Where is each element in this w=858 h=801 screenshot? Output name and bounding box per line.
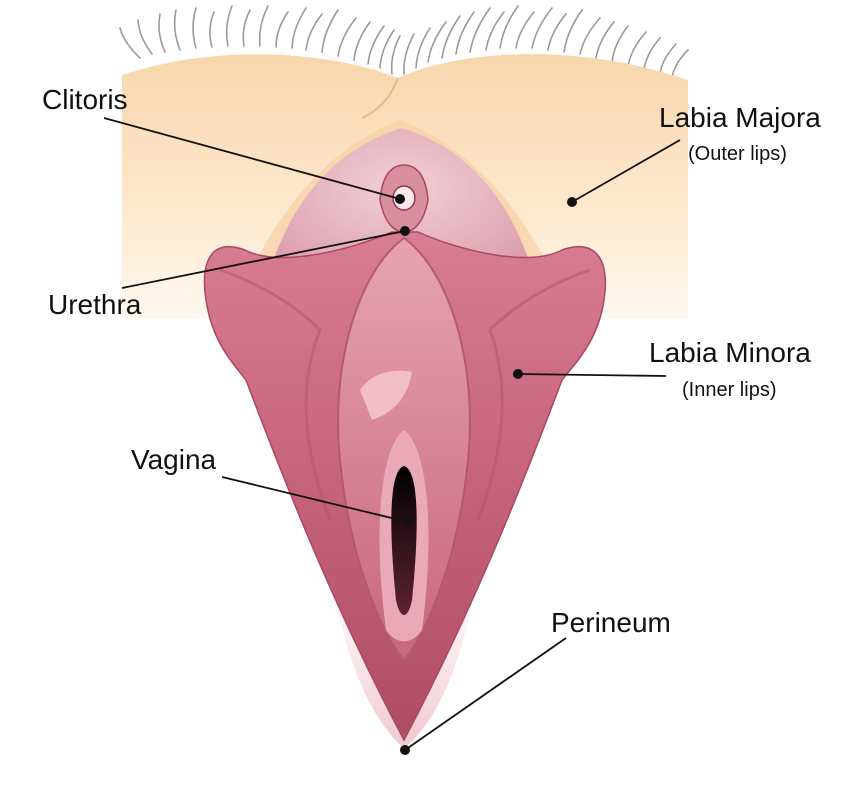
hair-strand — [531, 7, 553, 49]
hair-strand — [415, 27, 431, 69]
labia-minora-label: Labia Minora — [649, 337, 811, 368]
hair-strand — [485, 11, 505, 51]
hair-strand — [403, 33, 415, 75]
leader-lines — [103, 117, 681, 751]
perineum-dot — [400, 745, 410, 755]
hair-strand — [242, 9, 251, 47]
vagina-dot — [403, 517, 413, 527]
vestibule-highlight — [360, 370, 412, 420]
hair-strand — [291, 7, 307, 49]
hair-strand — [595, 21, 615, 59]
hair-strand — [611, 25, 629, 63]
urethra-leader — [121, 230, 406, 289]
hair-strand — [353, 21, 371, 61]
labia-minora-right-fold — [476, 268, 591, 521]
hair-strand — [119, 27, 141, 59]
urethra-dot — [400, 226, 410, 236]
hair-strand — [158, 13, 166, 53]
hair-strand — [643, 37, 661, 71]
perineum-leader — [404, 637, 567, 751]
hair-strand — [659, 43, 677, 75]
hair-strand — [192, 7, 197, 49]
perineum-label: Perineum — [551, 607, 671, 638]
hair-strand — [173, 9, 181, 51]
labia-minora-leader — [517, 373, 667, 377]
vagina-label: Vagina — [131, 444, 217, 475]
pubic-hair — [119, 5, 689, 79]
hair-strand — [563, 9, 583, 53]
labia-minora-left-fold — [219, 268, 332, 521]
labia-minora-sublabel: (Inner lips) — [682, 379, 776, 401]
clitoris-leader — [103, 117, 401, 200]
clitoris-label: Clitoris — [42, 84, 128, 115]
hair-strand — [627, 31, 647, 67]
hair-strand — [225, 5, 233, 47]
hair-strand — [469, 7, 491, 53]
hair-strand — [275, 11, 289, 48]
hair-strand — [390, 35, 401, 75]
hair-strand — [515, 11, 535, 49]
hair-strand — [379, 29, 395, 69]
hair-strand — [427, 21, 447, 63]
hair-strand — [367, 25, 385, 65]
hair-strand — [455, 11, 475, 55]
hair-strand — [137, 19, 153, 55]
labia-majora-crease — [361, 77, 399, 119]
clitoris-dot — [395, 194, 405, 204]
labia-majora-label: Labia Majora — [659, 102, 821, 133]
vagina-leader — [221, 476, 409, 523]
leader-dots — [395, 194, 577, 755]
hair-strand — [671, 49, 689, 79]
hair-strand — [579, 17, 601, 55]
hair-strand — [321, 9, 339, 53]
hair-strand — [547, 13, 567, 51]
vaginal-opening — [391, 466, 417, 615]
labia-majora-sublabel: (Outer lips) — [688, 143, 787, 165]
hair-strand — [305, 13, 323, 51]
hair-strand — [337, 17, 357, 57]
hair-strand — [499, 5, 519, 49]
hair-strand — [258, 5, 269, 47]
hair-strand — [441, 15, 461, 59]
urethra-label: Urethra — [48, 289, 142, 320]
labia-majora-leader — [571, 139, 681, 203]
labia-minora-dot — [513, 369, 523, 379]
hair-strand — [209, 11, 215, 48]
labia-majora-dot — [567, 197, 577, 207]
